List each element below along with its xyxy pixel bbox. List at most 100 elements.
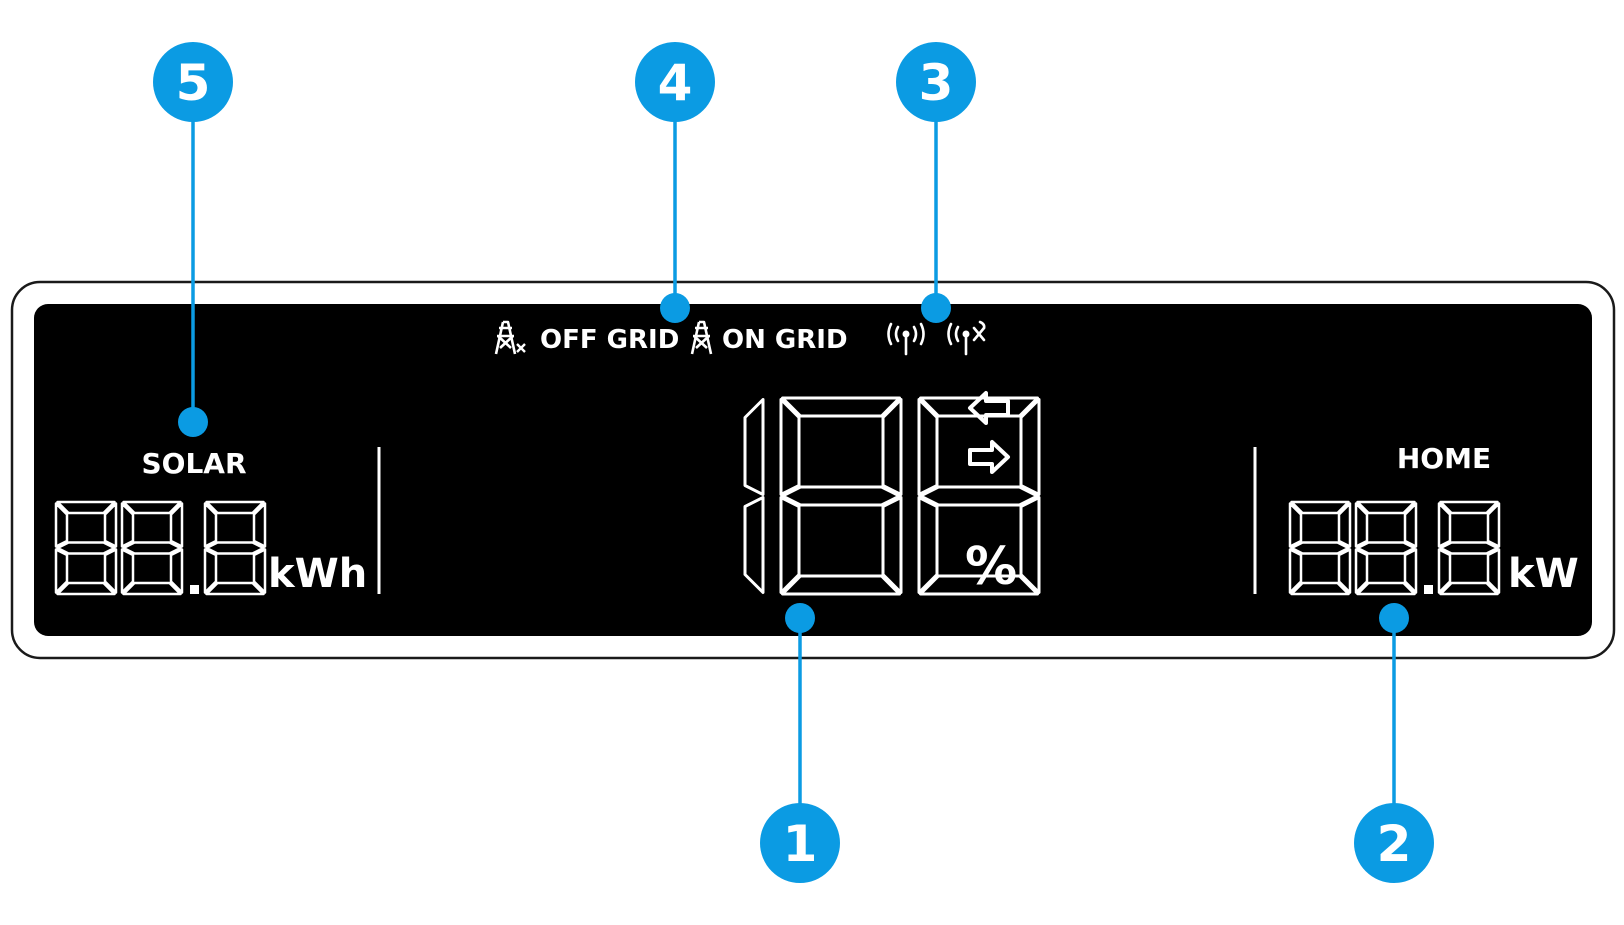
digit-segment bbox=[779, 398, 801, 496]
callout-anchor-dot bbox=[921, 293, 951, 323]
digit-segment bbox=[1486, 548, 1501, 594]
digit-segment bbox=[881, 398, 903, 496]
wifi-off-icon bbox=[947, 320, 986, 356]
tower-off-icon bbox=[494, 320, 526, 355]
seven-segment-digit bbox=[54, 500, 118, 596]
digit-segment bbox=[781, 485, 901, 507]
digit-segment bbox=[120, 502, 135, 548]
callout-1: 1 bbox=[760, 603, 840, 883]
seven-segment-digit bbox=[779, 396, 903, 596]
digit-segment bbox=[743, 496, 765, 594]
tower-icon bbox=[690, 320, 713, 355]
battery-percent-display: % bbox=[743, 391, 1041, 597]
home-power-display: HOME kW bbox=[1288, 442, 1579, 597]
digit-segment bbox=[881, 496, 903, 594]
digit-segment bbox=[1354, 502, 1369, 548]
digit-segment bbox=[1290, 541, 1350, 555]
digit-segment bbox=[122, 500, 182, 515]
seven-segment-digit bbox=[743, 398, 765, 594]
digit-segment bbox=[1354, 548, 1369, 594]
digit-segment bbox=[203, 548, 218, 594]
digit-segment bbox=[1439, 541, 1499, 555]
battery-unit: % bbox=[965, 537, 1017, 597]
digit-segment bbox=[1486, 502, 1501, 548]
digit-segment bbox=[169, 502, 184, 548]
digit-segment bbox=[919, 396, 1039, 418]
callout-badge bbox=[635, 42, 715, 122]
callout-number: 4 bbox=[658, 54, 693, 112]
digit-segment bbox=[1356, 541, 1416, 555]
seven-segment-digit bbox=[1437, 500, 1501, 596]
callout-badge bbox=[896, 42, 976, 122]
arrow-left-icon bbox=[968, 391, 1010, 425]
callout-anchor-dot bbox=[660, 293, 690, 323]
digit-segment bbox=[1337, 502, 1352, 548]
solar-value-digits bbox=[54, 500, 267, 596]
digit-segment bbox=[205, 541, 265, 555]
digit-segment bbox=[54, 548, 69, 594]
wifi-status-icons bbox=[887, 320, 986, 356]
seven-segment-digit bbox=[203, 500, 267, 596]
callout-number: 5 bbox=[176, 54, 211, 112]
digit-segment bbox=[781, 574, 901, 596]
callout-4: 4 bbox=[635, 42, 715, 323]
digit-segment bbox=[122, 541, 182, 555]
digit-segment bbox=[122, 581, 182, 596]
digit-segment bbox=[56, 581, 116, 596]
arrow-right-icon bbox=[968, 440, 1010, 474]
digit-segment bbox=[252, 502, 267, 548]
callout-badge bbox=[760, 803, 840, 883]
battery-value-digits bbox=[743, 396, 1041, 596]
callout-5: 5 bbox=[153, 42, 233, 437]
callout-number: 2 bbox=[1377, 815, 1412, 873]
digit-segment bbox=[1019, 398, 1041, 496]
digit-segment bbox=[205, 500, 265, 515]
digit-segment bbox=[1403, 502, 1418, 548]
digit-segment bbox=[56, 500, 116, 515]
digit-segment bbox=[1437, 502, 1452, 548]
digit-segment bbox=[205, 581, 265, 596]
home-label: HOME bbox=[1397, 442, 1491, 475]
digit-segment bbox=[203, 502, 218, 548]
decimal-point bbox=[1424, 585, 1433, 594]
seven-segment-digit bbox=[120, 500, 184, 596]
solar-label: SOLAR bbox=[141, 447, 246, 480]
digit-segment bbox=[781, 396, 901, 418]
callout-number: 1 bbox=[783, 815, 818, 873]
digit-segment bbox=[120, 548, 135, 594]
callout-anchor-dot bbox=[178, 407, 208, 437]
digit-segment bbox=[1437, 548, 1452, 594]
digit-segment bbox=[1288, 502, 1303, 548]
digit-segment bbox=[743, 398, 765, 496]
seven-segment-digit bbox=[1288, 500, 1352, 596]
callout-badge bbox=[1354, 803, 1434, 883]
digit-segment bbox=[103, 548, 118, 594]
grid-status-indicators: OFF GRID ON GRID bbox=[494, 320, 848, 355]
callout-number: 3 bbox=[919, 54, 954, 112]
digit-segment bbox=[1019, 496, 1041, 594]
decimal-point bbox=[190, 585, 199, 594]
callout-anchor-dot bbox=[785, 603, 815, 633]
callout-badge bbox=[153, 42, 233, 122]
callout-anchor-dot bbox=[1379, 603, 1409, 633]
home-value-digits bbox=[1288, 500, 1501, 596]
digit-segment bbox=[56, 541, 116, 555]
digit-segment bbox=[1337, 548, 1352, 594]
digit-segment bbox=[169, 548, 184, 594]
digit-segment bbox=[54, 502, 69, 548]
home-unit: kW bbox=[1508, 551, 1579, 597]
wifi-signal-icon bbox=[887, 322, 925, 356]
digit-segment bbox=[919, 485, 1039, 507]
callout-2: 2 bbox=[1354, 603, 1434, 883]
digit-segment bbox=[917, 496, 939, 594]
digit-segment bbox=[1290, 581, 1350, 596]
on-grid-label: ON GRID bbox=[722, 325, 848, 355]
solar-unit: kWh bbox=[268, 551, 367, 597]
lcd-screen bbox=[34, 304, 1592, 636]
digit-segment bbox=[1356, 500, 1416, 515]
digit-segment bbox=[1290, 500, 1350, 515]
digit-segment bbox=[1403, 548, 1418, 594]
callout-3: 3 bbox=[896, 42, 976, 323]
digit-segment bbox=[1439, 500, 1499, 515]
